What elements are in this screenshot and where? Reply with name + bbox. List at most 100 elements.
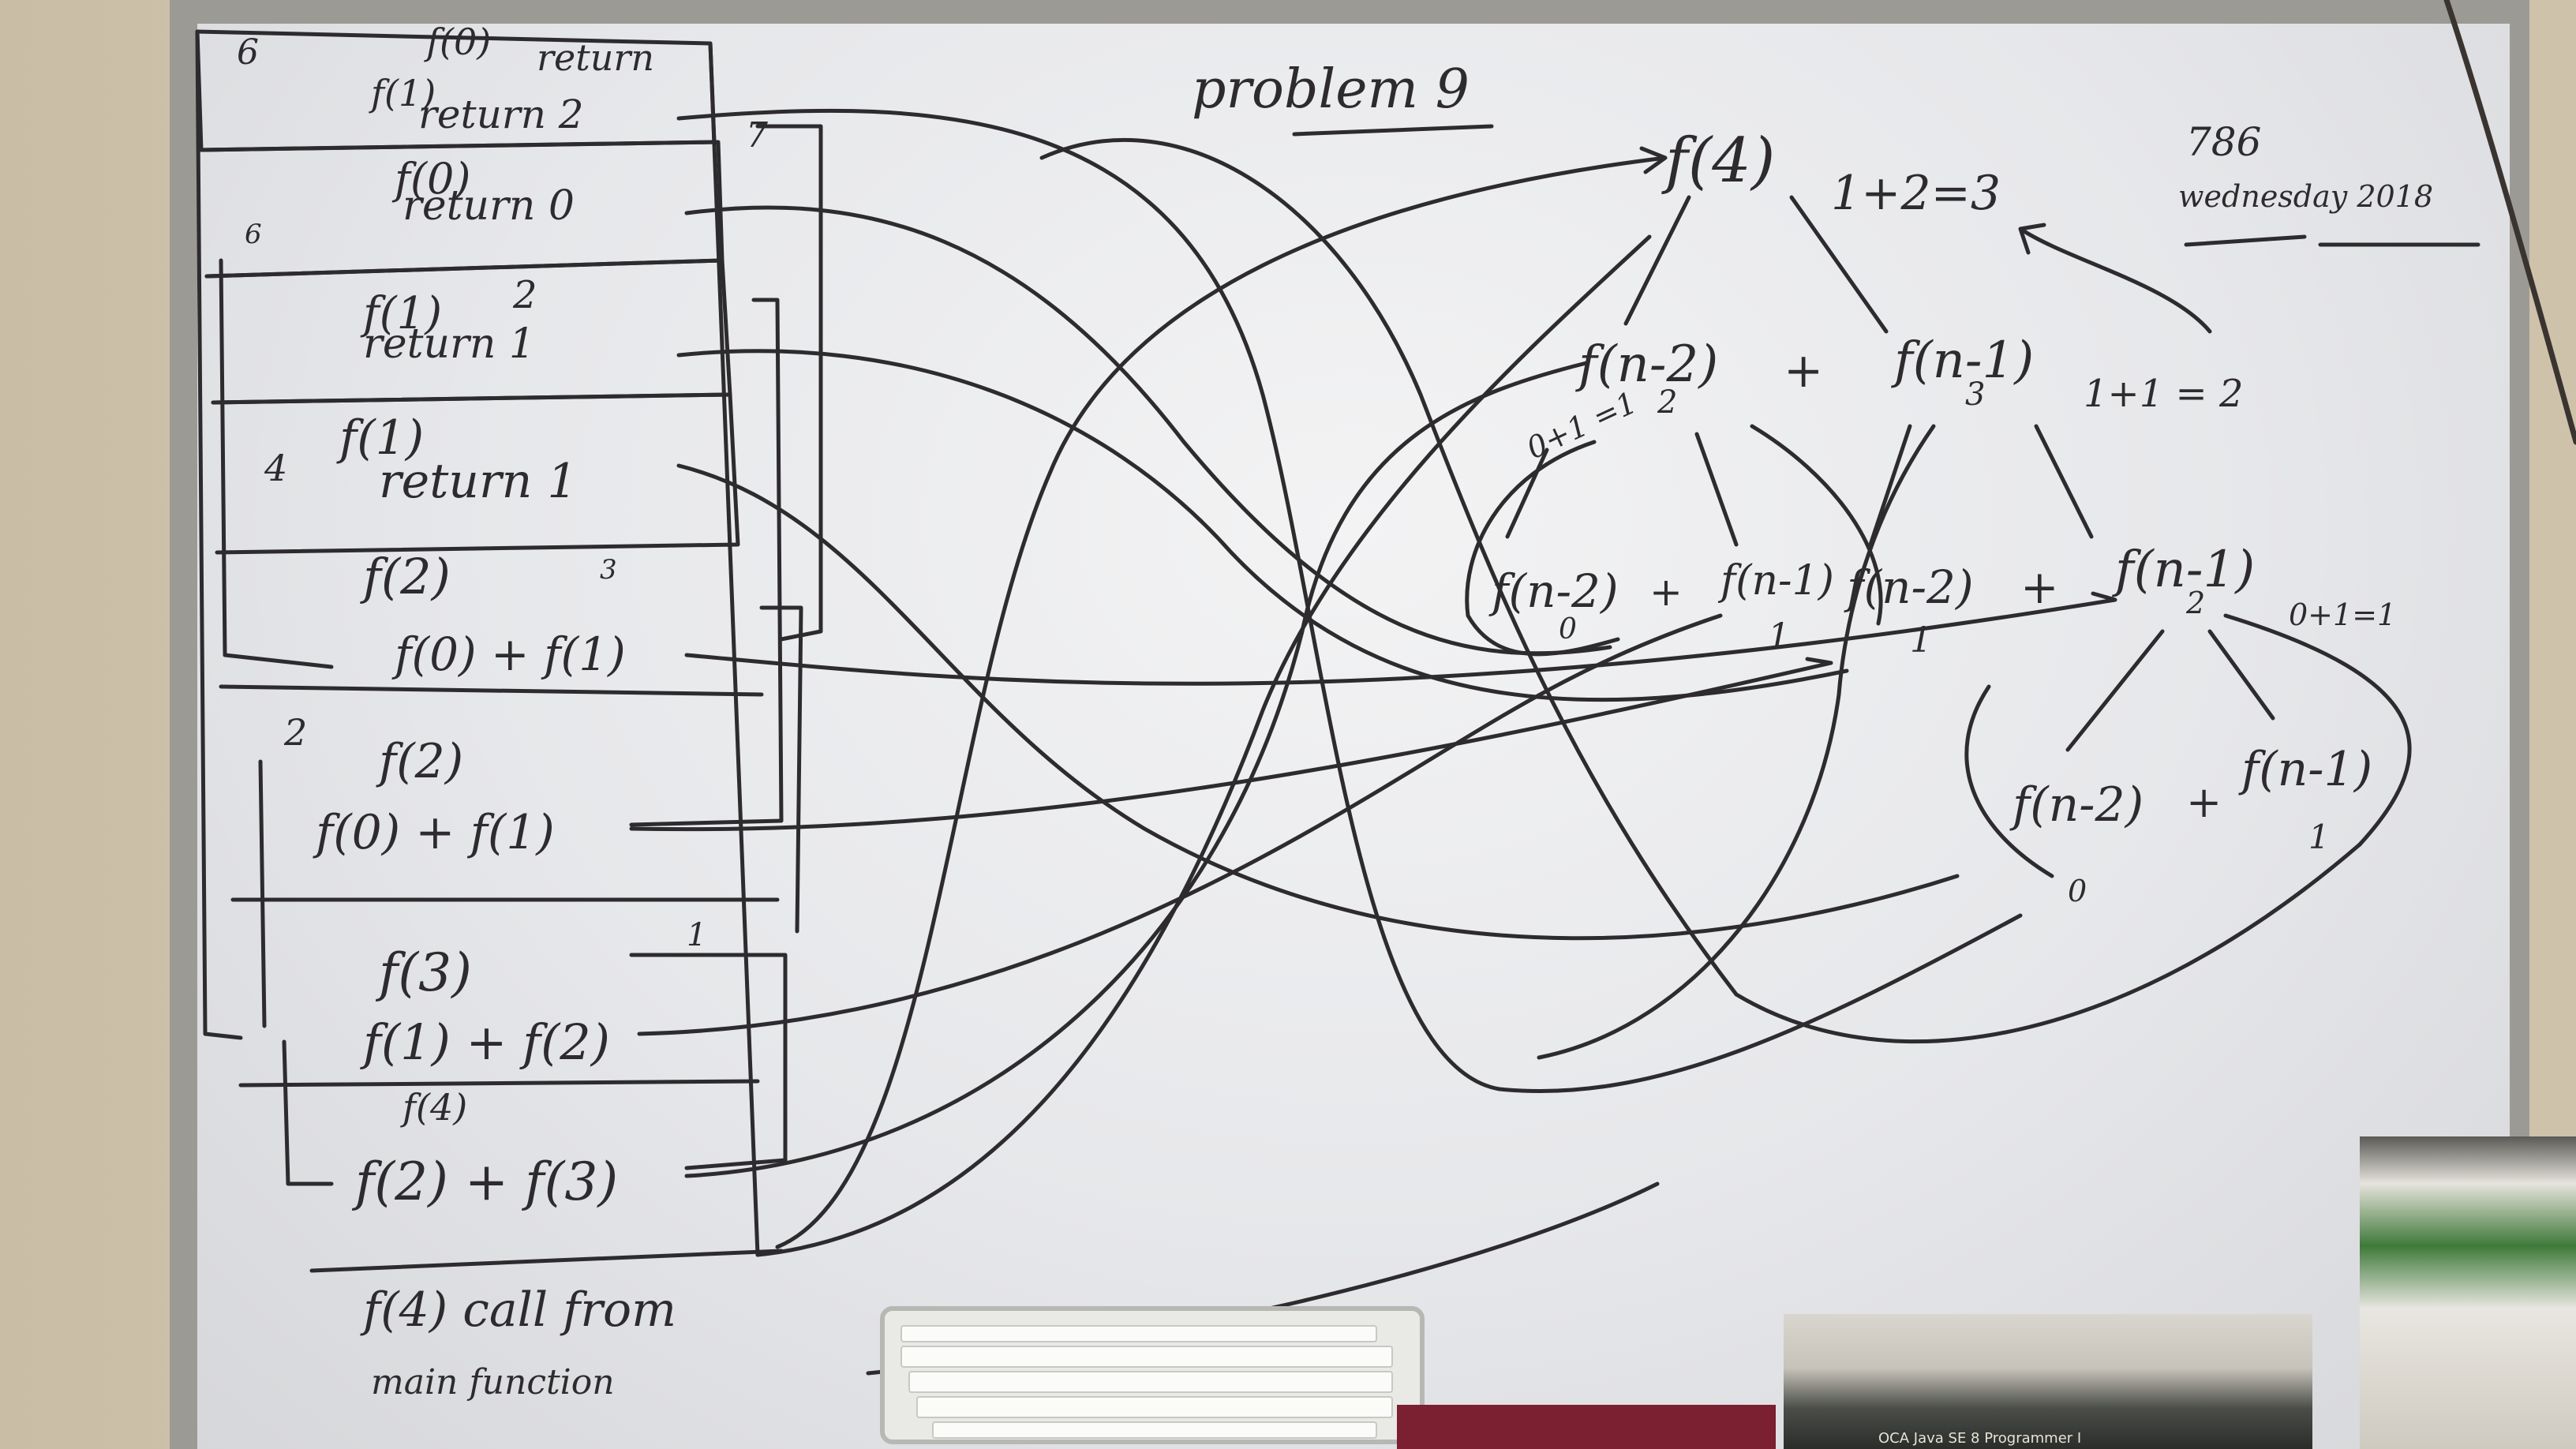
stack-inner-left2 [258,759,267,1028]
arrow-j [755,234,1652,1257]
book-stack-far-right [2360,1136,2576,1449]
tree-branch-1 [1623,195,1691,326]
book-title: OCA Java SE 8 Programmer I [1878,1430,2082,1447]
arrow-c [684,205,1612,656]
tree-l1-right-note: 1+1 = 2 [2084,372,2244,416]
tree-l2b-left: f(n-2) [1847,560,1974,614]
tree-l2b-right-val: 2 [2186,586,2206,620]
arrow-d [676,349,1849,702]
stack-inner-left3 [282,1039,334,1186]
tree-branch-2 [1789,195,1889,334]
tree-l3-left: f(n-2) [2012,777,2144,833]
arrow-i [684,361,1589,1178]
tree-l2b-left-val: 1 [1910,620,1932,661]
arrow-b [676,108,2023,1094]
stack-divider-7 [238,1079,760,1088]
tree-l1-plus: + [1784,343,1824,399]
arrow-m [1537,424,1936,1060]
stack-num-5: 4 [264,447,288,489]
stack-num-3: 6 [245,219,262,250]
stack-box-4 [211,392,740,555]
stack-num-1: 6 [237,32,259,73]
arrow-o [2223,613,2412,847]
tree-l2a-left: f(n-2) [1492,564,1619,618]
tree-branch-7 [2065,629,2165,752]
tree-branch-3 [1505,447,1549,539]
arrow-g [629,657,1833,832]
whiteboard [197,24,2510,1449]
book-stack-right [1784,1314,2312,1449]
stack-right-edge [708,41,760,1257]
stack-call-3: f(0) [395,154,471,204]
keyboard-key [916,1396,1393,1418]
keyboard-key [908,1371,1393,1393]
keyboard-key [900,1346,1393,1368]
tree-l2b-plus: + [2020,560,2059,614]
main-call-label: f(4) call from [363,1282,677,1338]
stack-expr-8: f(1) + f(2) [363,1013,610,1071]
tree-l1-right: f(n-1) [1894,331,2035,390]
stack-inner-left [219,258,334,669]
stack-divider-8 [309,1249,784,1273]
date-text: wednesday 2018 [2178,179,2434,214]
stack-call-1: f(0) [426,21,492,63]
stack-num-8: 1 [687,917,707,953]
stack-right-edge5 [629,953,788,1170]
arrow-k [1465,440,1620,657]
problem-title: problem 9 [1192,58,1470,121]
stack-ret-1: return [537,36,654,79]
tree-l3-left-val: 0 [2068,874,2087,908]
keyboard [880,1306,1425,1444]
stack-call-8: f(3) [379,942,472,1003]
arrow-p [1964,684,2054,878]
main-call-label-2: main function [371,1362,615,1402]
keyboard-spacebar [932,1421,1377,1439]
tree-l1-left-val: 2 [1657,384,1678,421]
stack-num-6: 3 [600,554,617,586]
stack-outer-left [195,29,243,1040]
tree-l3-right-val: 1 [2308,818,2330,856]
stack-call-6: f(2) [363,548,451,605]
sum-arrow [2018,223,2212,334]
tree-l3-plus: + [2186,777,2222,827]
stack-ret-5: return 1 [379,454,578,509]
stack-expr-6: f(0) + f(1) [395,627,626,681]
date-number: 786 [2186,119,2262,165]
date-underline [2184,234,2481,247]
arrow-f [684,591,2117,686]
tree-branch-6 [2034,424,2094,539]
keyboard-key [900,1325,1377,1342]
stack-call-5: f(1) [339,410,425,466]
stack-ret-2: return 2 [418,92,584,137]
arrow-n [1039,137,2362,1044]
stack-expr-7: f(0) + f(1) [316,805,555,860]
title-underline [1292,124,1494,137]
stack-right-edge2 [755,124,823,642]
tree-branch-5 [1868,424,1912,547]
tree-l1-right-val: 3 [1965,376,1986,413]
stack-right-edge3 [629,298,784,827]
tree-l3-right: f(n-1) [2241,742,2373,797]
stack-call-2: f(1) [371,72,436,114]
tree-l2a-right: f(n-1) [1720,557,1834,605]
stack-divider-5 [219,684,764,697]
tree-l2b-note: 0+1=1 [2289,597,2397,632]
stack-call-4: f(1) [363,288,443,339]
stack-expr-9: f(2) + f(3) [355,1151,619,1212]
tree-branch-8 [2207,629,2275,721]
stack-num-7: 2 [284,711,308,754]
arrow-h [637,613,1723,1036]
tree-l2a-plus: + [1649,569,1683,615]
tree-root: f(4) [1665,125,1776,197]
stack-call-7: f(2) [379,734,464,789]
tree-branch-4 [1694,432,1739,547]
tree-l2a-right-val: 1 [1768,616,1790,657]
tree-l2a-left-val: 0 [1559,613,1577,646]
book-stack-center [1397,1405,1776,1449]
arrow-a [775,146,1668,1249]
stack-right-edge4 [759,605,803,934]
stack-num-2: 7 [746,115,768,155]
tree-root-sum: 1+2=3 [1831,166,2001,221]
